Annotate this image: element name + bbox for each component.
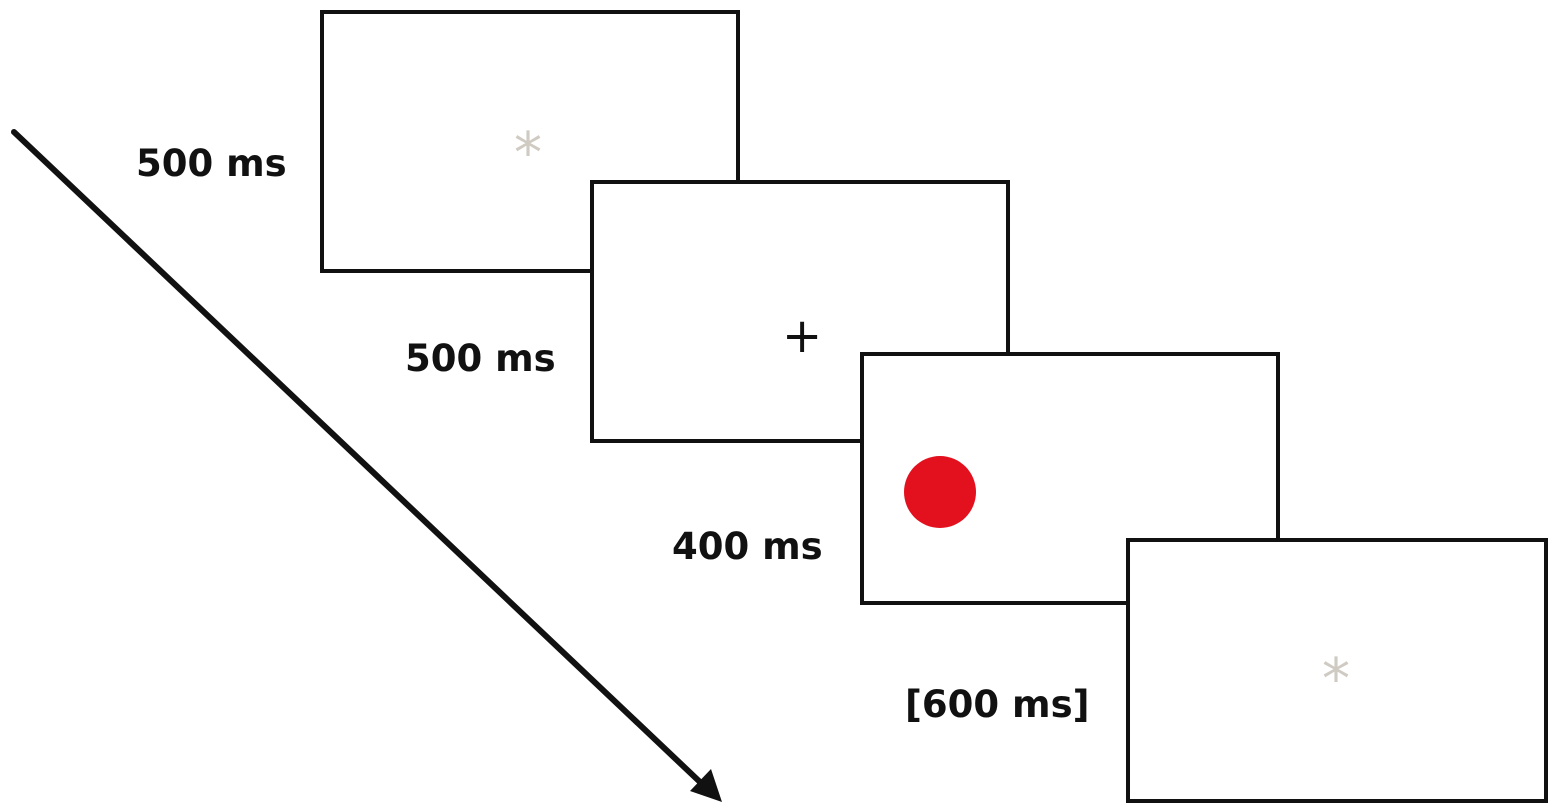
red-dot-icon [904,456,976,528]
asterisk-icon: * [514,121,542,186]
duration-label-2: 500 ms [405,337,556,380]
asterisk-icon: * [1322,647,1350,712]
duration-label-1: 500 ms [136,142,287,185]
screen-frame-4: * [1126,538,1548,803]
duration-label-3: 400 ms [672,525,823,568]
duration-label-4: [600 ms] [905,683,1090,726]
fixation-cross-icon: + [782,308,823,364]
